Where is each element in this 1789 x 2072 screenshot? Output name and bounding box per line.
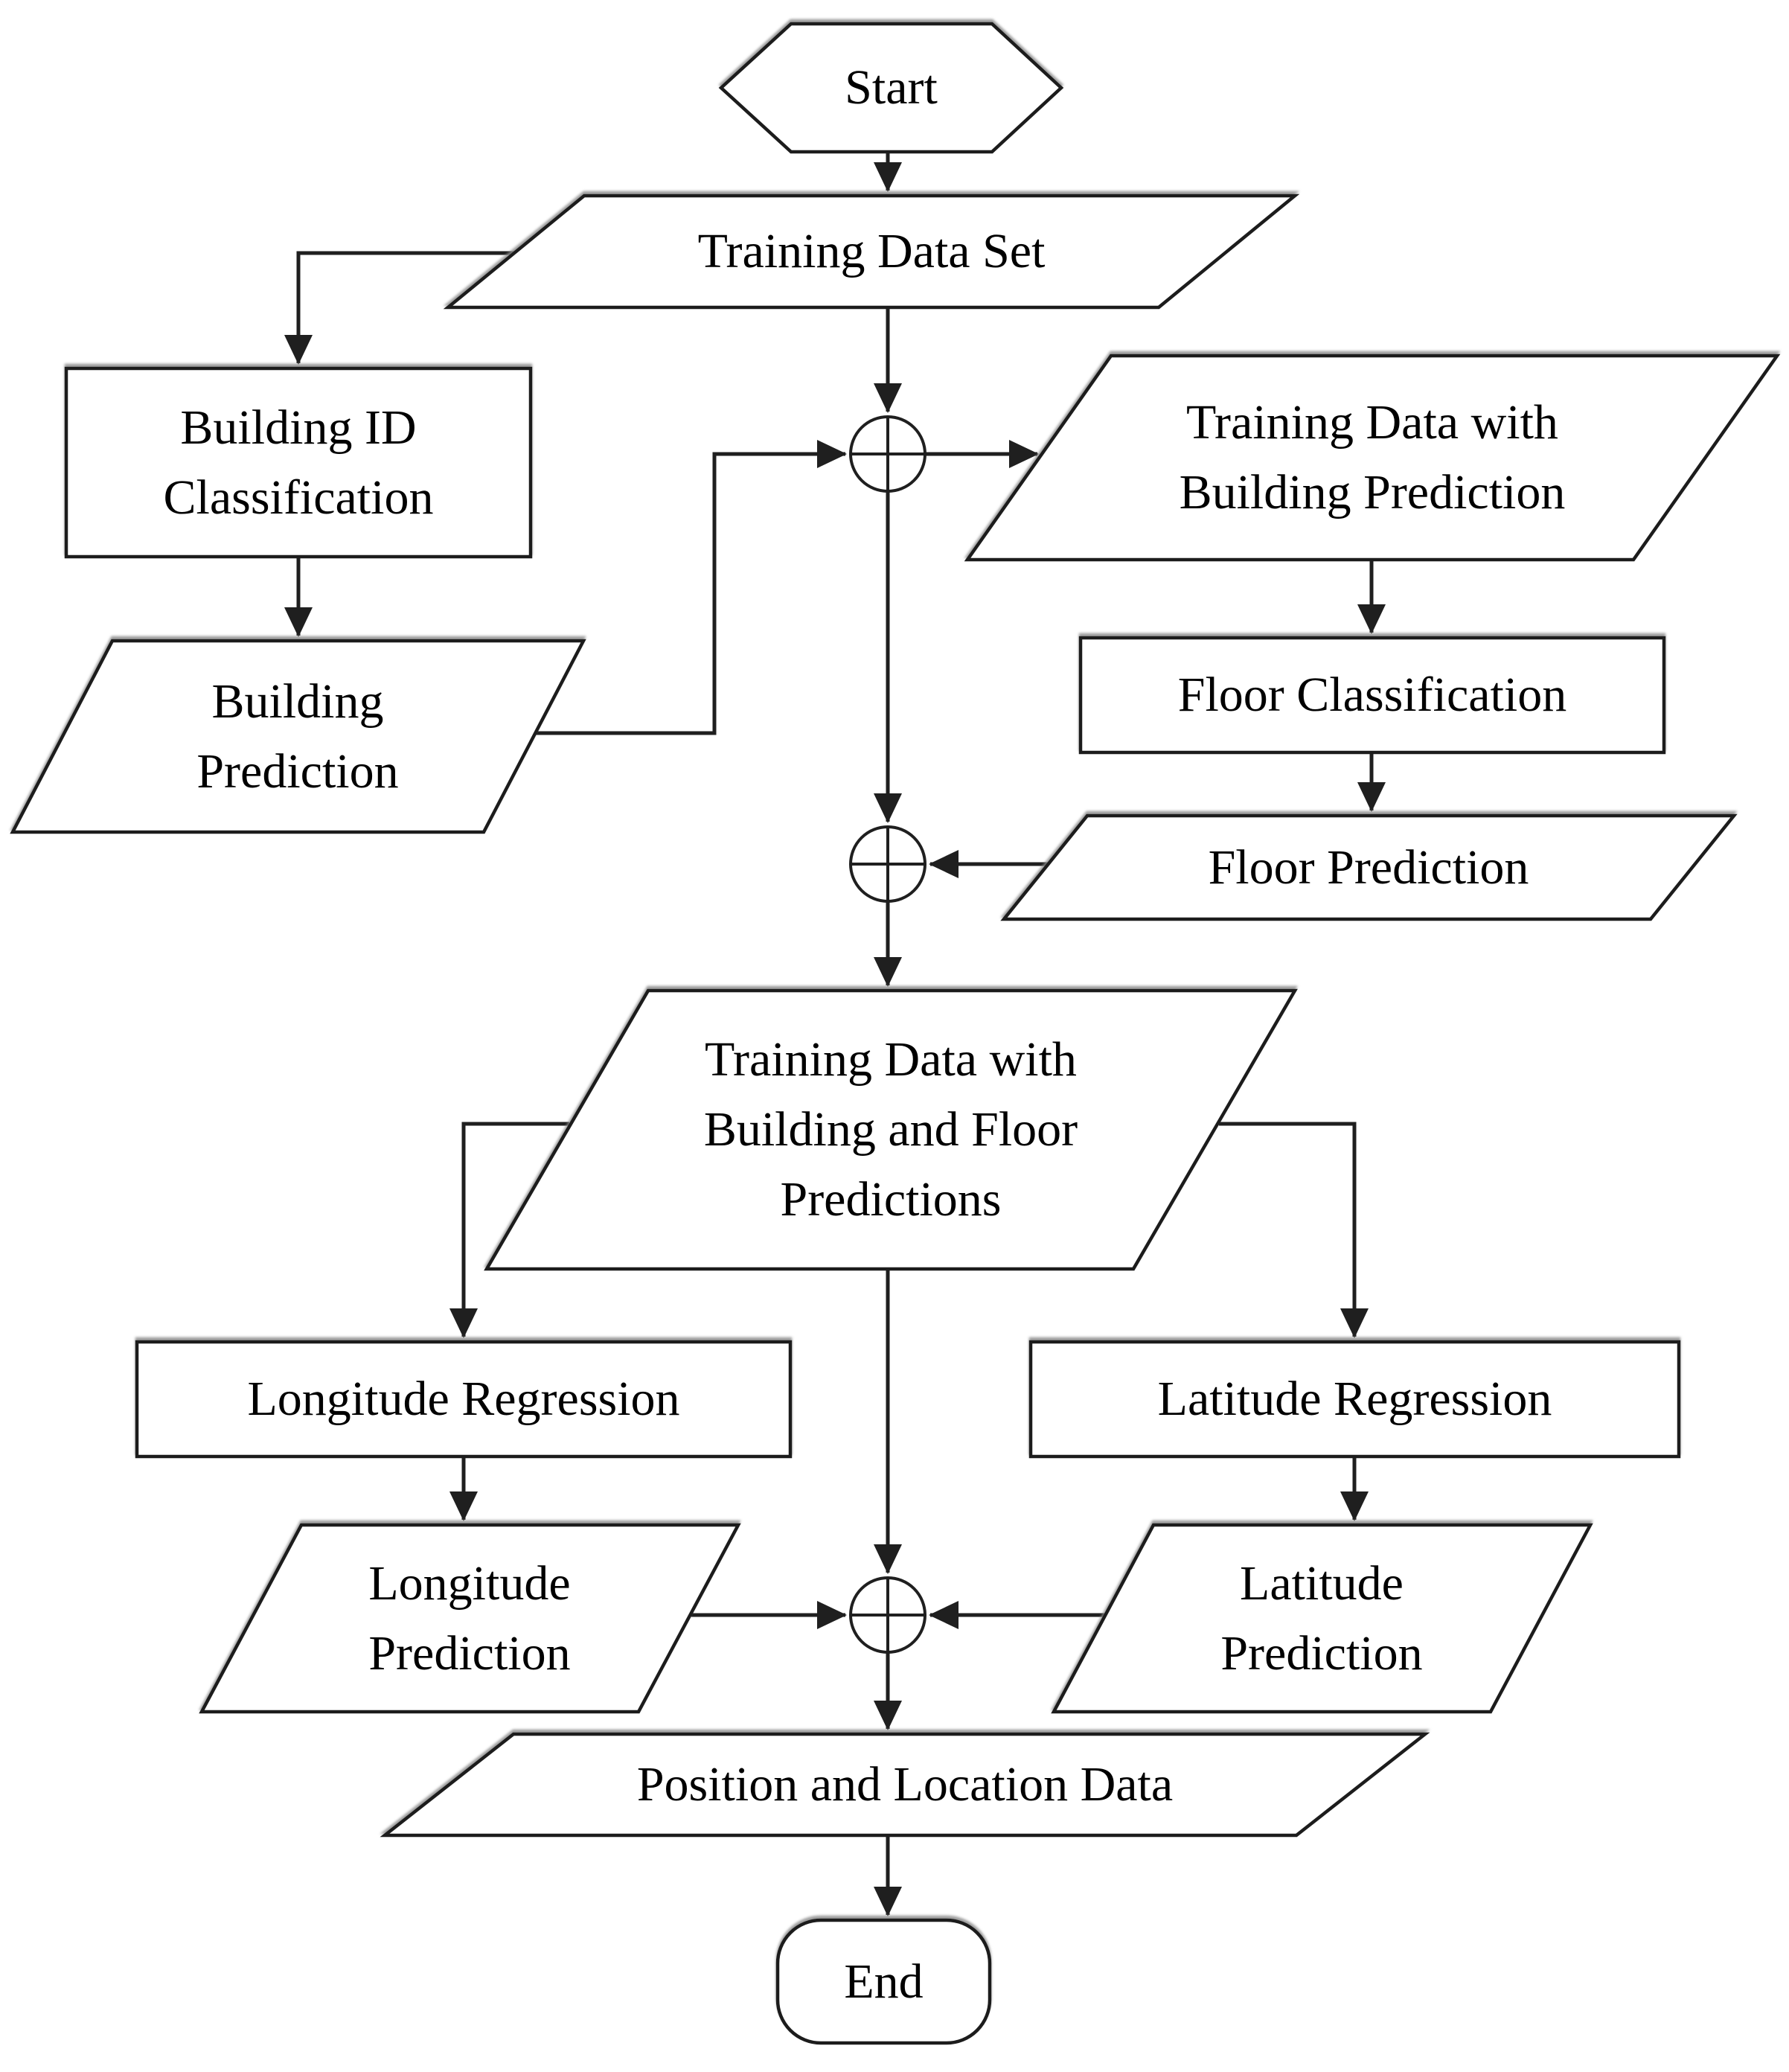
end-terminator-shape [775,1918,992,2045]
start-terminator-shape [718,22,1064,154]
training-data-set-shape [443,194,1300,310]
edge-training-data-building-floor-to-longitude-regression [449,1122,569,1338]
floor-classification-shape [1078,636,1666,755]
edge-training-data-set-to-building-id-classification [284,251,519,365]
merge-junction-2 [849,825,926,903]
building-id-classification-shape [64,366,533,559]
node-shapes [10,22,1781,2045]
latitude-prediction-shape [1051,1523,1593,1714]
longitude-regression-shape [135,1340,793,1459]
training-data-building-floor-shape [484,988,1298,1271]
position-and-location-data-shape [380,1732,1430,1838]
edge-training-data-building-floor-to-latitude-regression [1219,1122,1369,1338]
longitude-prediction-shape [199,1523,741,1714]
merge-junction-1 [849,415,926,493]
edge-building-prediction-to-junction-1 [530,440,847,735]
merge-junction-3 [849,1576,926,1654]
training-data-with-building-prediction-shape [964,354,1781,562]
edges [284,153,1386,1916]
floor-prediction-shape [1000,813,1738,921]
building-prediction-shape [10,639,586,834]
latitude-regression-shape [1028,1340,1681,1459]
